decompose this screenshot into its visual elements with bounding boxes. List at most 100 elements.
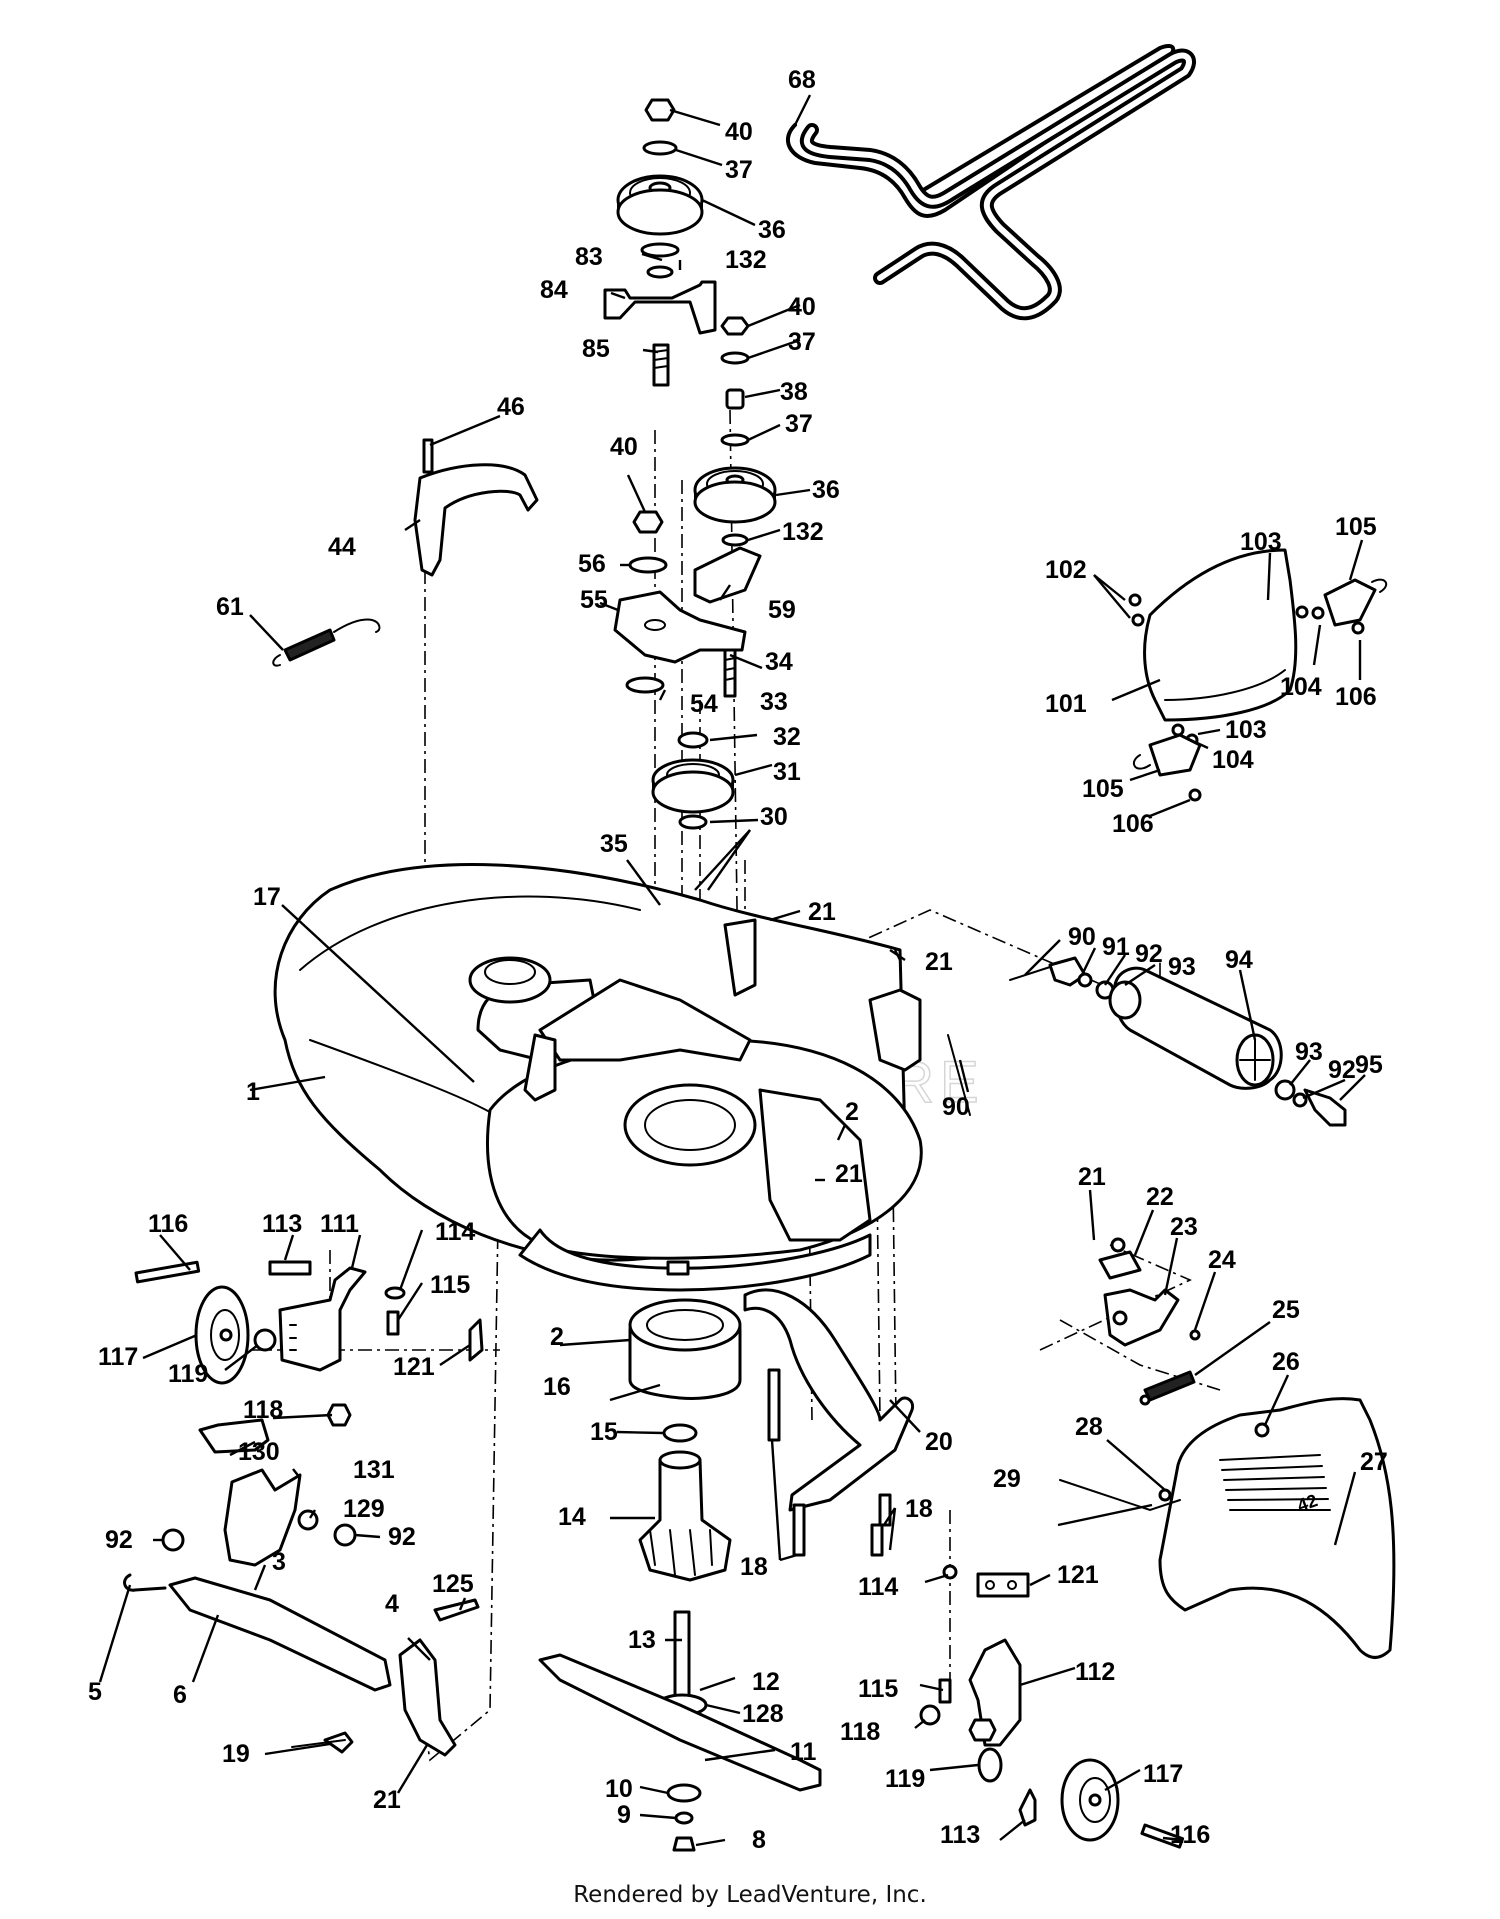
callout-40: 40 <box>788 293 816 321</box>
callout-119: 119 <box>168 1360 208 1388</box>
baffle-20 <box>743 1288 915 1557</box>
callout-113: 113 <box>940 1821 980 1849</box>
callout-91: 91 <box>1102 933 1130 961</box>
callout-16: 16 <box>543 1373 571 1401</box>
callout-54: 54 <box>690 690 718 718</box>
callout-121: 121 <box>1057 1561 1099 1589</box>
callout-131: 131 <box>353 1456 395 1484</box>
idler-arm-assembly <box>613 510 747 698</box>
callout-2: 2 <box>845 1098 859 1126</box>
callout-128: 128 <box>742 1700 784 1728</box>
callout-26: 26 <box>1272 1348 1300 1376</box>
callout-103: 103 <box>1240 528 1282 556</box>
callout-90: 90 <box>942 1093 970 1121</box>
callout-121: 121 <box>393 1353 435 1381</box>
gauge-wheel-left <box>134 1260 484 1427</box>
callout-90: 90 <box>1068 923 1096 951</box>
callout-117: 117 <box>98 1343 138 1371</box>
callout-111: 111 <box>320 1210 359 1238</box>
callout-130: 130 <box>238 1438 280 1466</box>
callout-92: 92 <box>105 1526 133 1554</box>
callout-94: 94 <box>1225 946 1253 974</box>
callout-35: 35 <box>600 830 628 858</box>
callout-103: 103 <box>1225 716 1267 744</box>
callout-92: 92 <box>388 1523 416 1551</box>
callout-83: 83 <box>575 243 603 271</box>
idler-pulley-stack-upper <box>603 98 717 387</box>
callout-68: 68 <box>788 66 816 94</box>
callout-117: 117 <box>1143 1760 1183 1788</box>
callout-125: 125 <box>432 1570 474 1598</box>
callout-labels: 68 40 37 36 83 132 84 40 37 85 38 46 37 … <box>88 66 1388 1854</box>
belt-guard-44 <box>413 438 539 577</box>
callout-25: 25 <box>1272 1296 1300 1324</box>
spindle-assembly <box>538 1298 822 1852</box>
callout-59: 59 <box>768 596 796 624</box>
callout-119: 119 <box>885 1765 925 1793</box>
callout-21: 21 <box>1078 1163 1106 1191</box>
discharge-chute-27: 42 <box>1158 1397 1396 1659</box>
callout-93: 93 <box>1168 953 1196 981</box>
callout-28: 28 <box>1075 1413 1103 1441</box>
callout-23: 23 <box>1170 1213 1198 1241</box>
spring-61 <box>272 618 381 667</box>
callout-34: 34 <box>765 648 793 676</box>
callout-129: 129 <box>343 1495 385 1523</box>
callout-32: 32 <box>773 723 801 751</box>
callout-104: 104 <box>1280 673 1322 701</box>
callout-38: 38 <box>780 378 808 406</box>
callout-112: 112 <box>1075 1658 1115 1686</box>
gauge-wheel-right <box>919 1564 1185 1849</box>
callout-102: 102 <box>1045 556 1087 584</box>
callout-113: 113 <box>262 1210 302 1238</box>
callout-84: 84 <box>540 276 568 304</box>
callout-118: 118 <box>840 1718 880 1746</box>
callout-85: 85 <box>582 335 610 363</box>
leader-lines <box>98 94 1366 1847</box>
callout-61: 61 <box>216 593 244 621</box>
callout-36: 36 <box>812 476 840 504</box>
callout-92: 92 <box>1328 1056 1356 1084</box>
callout-95: 95 <box>1355 1051 1383 1079</box>
callout-132: 132 <box>782 518 824 546</box>
callout-12: 12 <box>752 1668 780 1696</box>
callout-4: 4 <box>385 1590 399 1618</box>
callout-118: 118 <box>243 1396 283 1424</box>
callout-55: 55 <box>580 586 608 614</box>
callout-116: 116 <box>148 1210 188 1238</box>
callout-2: 2 <box>550 1323 564 1351</box>
callout-46: 46 <box>497 393 525 421</box>
callout-21: 21 <box>808 898 836 926</box>
callout-15: 15 <box>590 1418 618 1446</box>
callout-11: 11 <box>790 1738 817 1766</box>
callout-8: 8 <box>752 1826 766 1854</box>
callout-36: 36 <box>758 216 786 244</box>
callout-44: 44 <box>328 533 356 561</box>
callout-132: 132 <box>725 246 767 274</box>
callout-40: 40 <box>610 433 638 461</box>
callout-1: 1 <box>246 1078 260 1106</box>
rear-link-assembly <box>1059 1237 1270 1512</box>
mower-deck-1 <box>273 863 923 1292</box>
callout-101: 101 <box>1045 690 1087 718</box>
callout-22: 22 <box>1146 1183 1174 1211</box>
belt-68 <box>785 44 1196 321</box>
callout-18: 18 <box>740 1553 768 1581</box>
callout-106: 106 <box>1112 810 1154 838</box>
callout-114: 114 <box>858 1573 898 1601</box>
callout-115: 115 <box>430 1271 470 1299</box>
callout-29: 29 <box>993 1465 1021 1493</box>
callout-21: 21 <box>373 1786 401 1814</box>
callout-6: 6 <box>173 1681 187 1709</box>
callout-3: 3 <box>272 1548 286 1576</box>
callout-5: 5 <box>88 1678 102 1706</box>
callout-14: 14 <box>558 1503 586 1531</box>
callout-31: 31 <box>773 758 801 786</box>
callout-33: 33 <box>760 688 788 716</box>
render-credit: Rendered by LeadVenture, Inc. <box>573 1882 927 1908</box>
idler-pulley-stack-lower <box>693 316 777 547</box>
callout-105: 105 <box>1082 775 1124 803</box>
callout-92: 92 <box>1135 940 1163 968</box>
callout-10: 10 <box>605 1775 633 1803</box>
